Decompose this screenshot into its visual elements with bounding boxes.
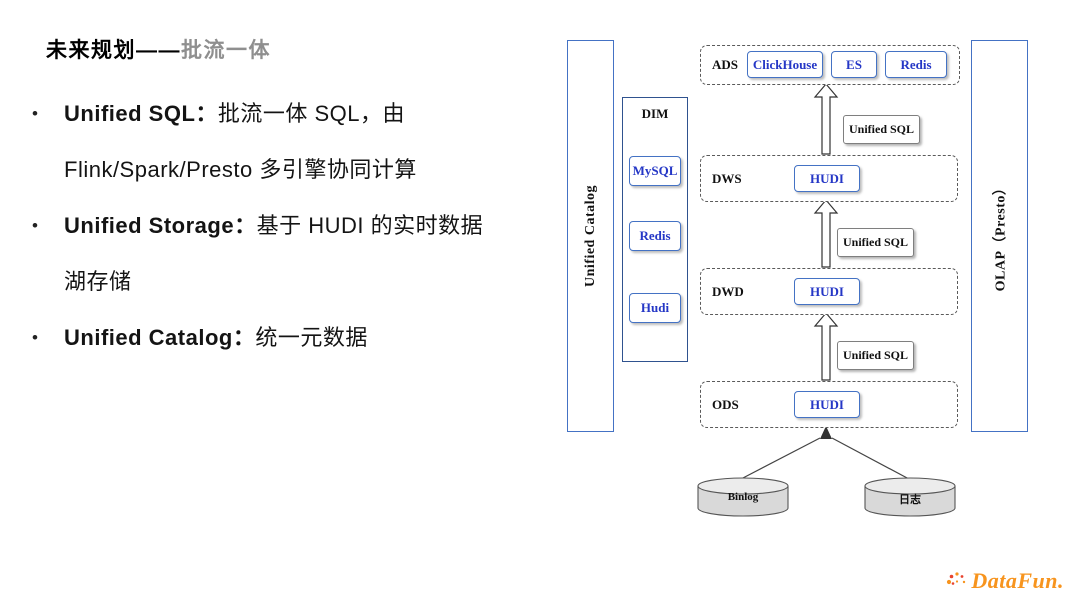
unified-sql-connector-3: Unified SQL [837, 341, 914, 370]
dim-item-redis: Redis [629, 221, 681, 251]
datafun-logo: DataFun. [945, 568, 1064, 594]
page-title-prefix: 未来规划—— [46, 39, 181, 62]
dim-group: DIM MySQL Redis Hudi [622, 97, 688, 362]
unified-catalog-rail: Unified Catalog [567, 40, 614, 432]
bullet-list: • Unified SQL：批流一体 SQL，由 Flink/Spark/Pre… [28, 86, 490, 366]
dim-item-mysql: MySQL [629, 156, 681, 186]
bullet-marker: • [32, 216, 39, 235]
dwd-layer: DWD HUDI [700, 268, 958, 315]
ads-item-clickhouse: ClickHouse [747, 51, 823, 78]
dwd-item-hudi: HUDI [794, 278, 860, 305]
bullet-lead: Unified SQL： [64, 101, 218, 126]
unified-sql-connector-1: Unified SQL [843, 115, 920, 144]
list-item: • Unified SQL：批流一体 SQL，由 Flink/Spark/Pre… [28, 86, 490, 198]
ads-item-redis: Redis [885, 51, 947, 78]
bullet-body: 批流一体 SQL，由 Flink/Spark/Presto 多引擎协同计算 [64, 101, 417, 182]
list-item: • Unified Catalog：统一元数据 [28, 310, 490, 366]
ads-layer: ADS ClickHouse ES Redis [700, 45, 960, 85]
bullet-lead: Unified Storage： [64, 213, 257, 238]
olap-presto-rail-label: OLAP（Presto） [993, 180, 1009, 292]
bullet-lead: Unified Catalog： [64, 325, 256, 350]
datafun-logo-icon [947, 572, 966, 585]
list-item: • Unified Storage：基于 HUDI 的实时数据湖存储 [28, 198, 490, 310]
dwd-label: DWD [712, 283, 744, 299]
flow-arrow-dwd-to-dws [813, 199, 839, 268]
ods-item-hudi: HUDI [794, 391, 860, 418]
unified-catalog-rail-label: Unified Catalog [582, 185, 598, 287]
dws-item-hudi: HUDI [794, 165, 860, 192]
datafun-logo-text: DataFun. [971, 568, 1064, 593]
ods-layer: ODS HUDI [700, 381, 958, 428]
flow-arrow-ods-to-dwd [813, 312, 839, 381]
page-title-emphasis: 批流一体 [181, 39, 271, 62]
dws-label: DWS [712, 170, 742, 186]
page-title: 未来规划——批流一体 [46, 34, 271, 64]
source-line-log [831, 437, 910, 480]
source-log-label: 日志 [899, 494, 921, 506]
dim-item-hudi: Hudi [629, 293, 681, 323]
bullet-marker: • [32, 328, 39, 347]
source-line-binlog [740, 437, 821, 480]
olap-presto-rail: OLAP（Presto） [971, 40, 1028, 432]
ods-label: ODS [712, 396, 739, 412]
unified-sql-connector-2: Unified SQL [837, 228, 914, 257]
ads-item-es: ES [831, 51, 877, 78]
bullet-marker: • [32, 104, 39, 123]
bullet-body: 统一元数据 [255, 325, 368, 350]
flow-arrow-dws-to-ads [813, 83, 839, 155]
bullet-body: 基于 HUDI 的实时数据湖存储 [64, 213, 484, 294]
source-binlog-label: Binlog [727, 491, 759, 503]
ads-label: ADS [712, 57, 739, 72]
dws-layer: DWS HUDI [700, 155, 958, 202]
dim-label: DIM [641, 106, 669, 121]
